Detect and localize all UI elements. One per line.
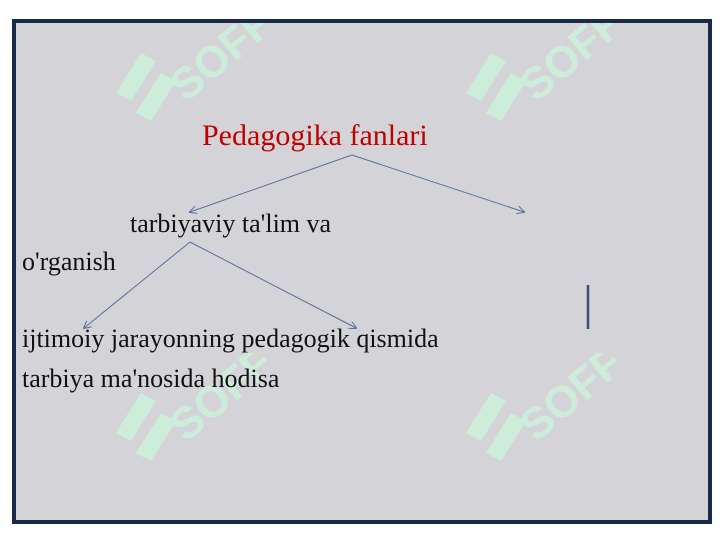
arrow-to-right-node: [351, 154, 524, 212]
slide: SOFF SOFF SOFF SOFF: [12, 19, 712, 524]
soff-logo-icon: SOFF: [96, 23, 316, 133]
soff-logo-icon: SOFF: [446, 23, 666, 133]
diagram-title: Pedagogika fanlari: [202, 119, 428, 152]
left-node-line2: o'rganish: [22, 247, 116, 276]
diagram-arrows: [16, 154, 590, 520]
arrow-to-left-node: [190, 154, 353, 212]
arrow-to-bottom-left: [84, 241, 191, 328]
bottom-text-line2: tarbiya ma'nosida hodisa: [22, 364, 280, 393]
arrow-to-bottom-right: [189, 241, 356, 328]
soff-logo-icon: SOFF: [446, 338, 666, 473]
left-node-line1: tarbiyaviy ta'lim va: [130, 209, 332, 238]
soff-logo-icon: SOFF: [96, 338, 316, 473]
bottom-text-line1: ijtimoiy jarayonning pedagogik qismida: [22, 324, 439, 353]
